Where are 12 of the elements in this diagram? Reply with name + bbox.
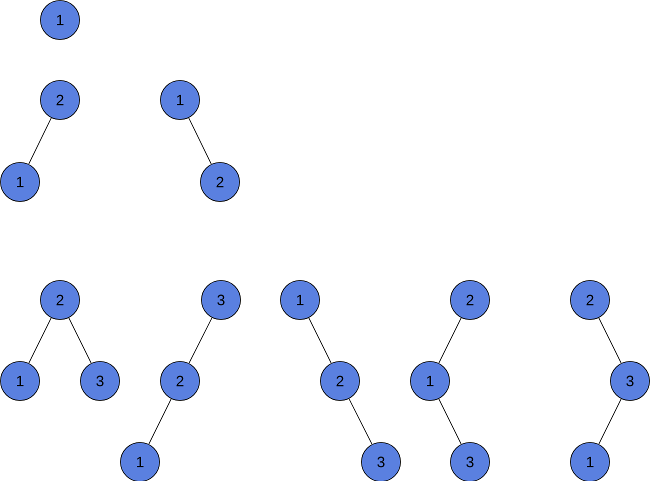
tree-edge	[188, 317, 212, 364]
tree-edge	[438, 398, 462, 445]
tree-edge	[148, 398, 172, 445]
tree-edge	[438, 317, 462, 364]
tree-edge	[28, 117, 52, 165]
tree-edge	[348, 398, 372, 445]
tree-edge	[28, 317, 52, 364]
tree-edge	[598, 317, 622, 364]
tree-edge	[308, 317, 332, 364]
tree-edge	[598, 398, 622, 445]
tree-edge	[188, 117, 212, 165]
tree-edge	[68, 317, 92, 364]
